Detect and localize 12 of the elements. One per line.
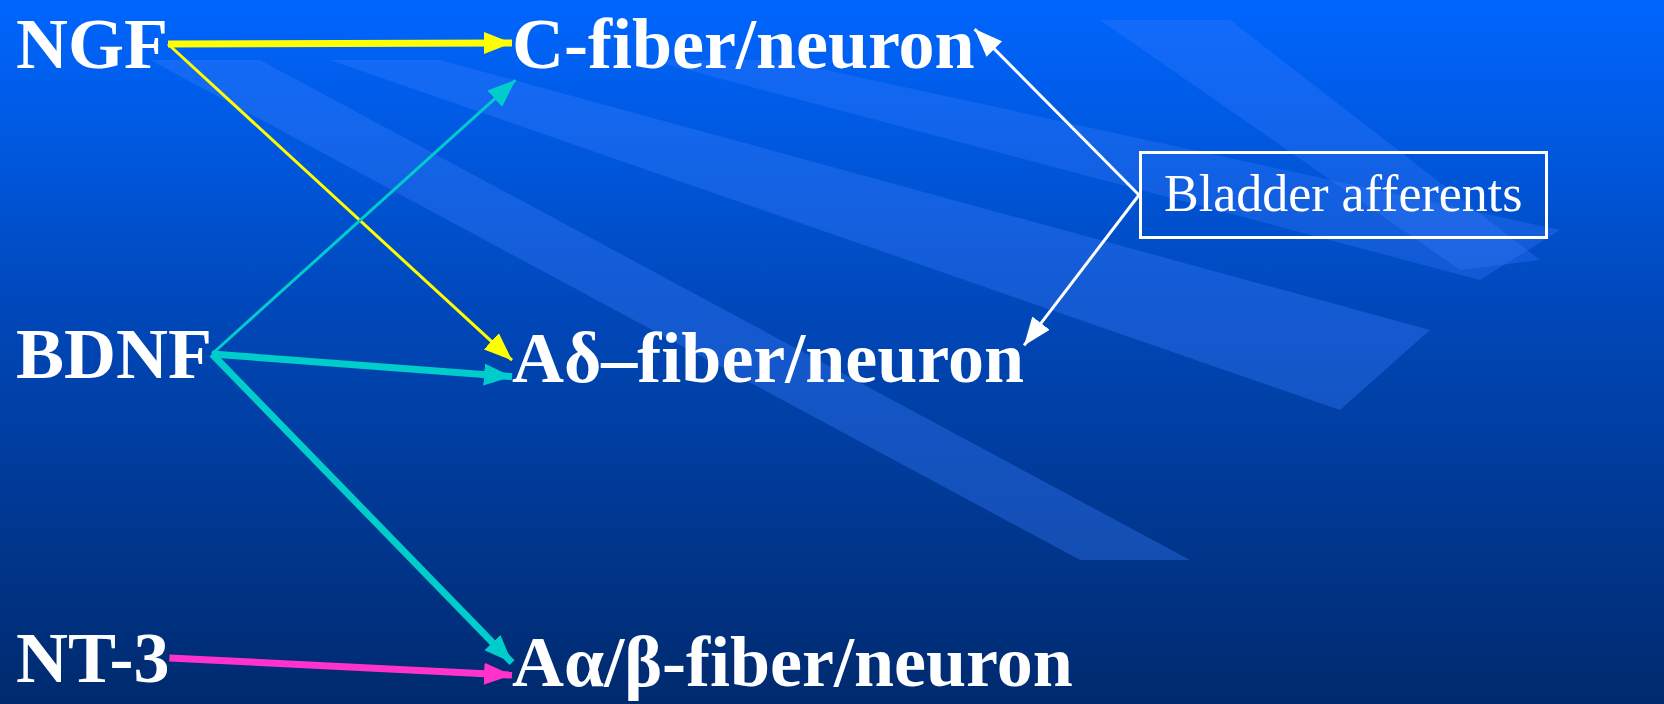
node-label: Aδ–fiber/neuron xyxy=(512,322,1025,394)
node-label: NT-3 xyxy=(16,622,170,694)
arrow xyxy=(1022,194,1141,347)
node-label: NGF xyxy=(16,8,168,80)
arrow xyxy=(211,78,517,356)
arrow xyxy=(209,351,515,666)
node-label: C-fiber/neuron xyxy=(512,8,975,80)
arrow xyxy=(973,28,1141,197)
label-box: Bladder afferents xyxy=(1139,151,1548,239)
arrow xyxy=(211,350,513,386)
arrow xyxy=(166,42,513,362)
node-label: BDNF xyxy=(16,318,212,390)
